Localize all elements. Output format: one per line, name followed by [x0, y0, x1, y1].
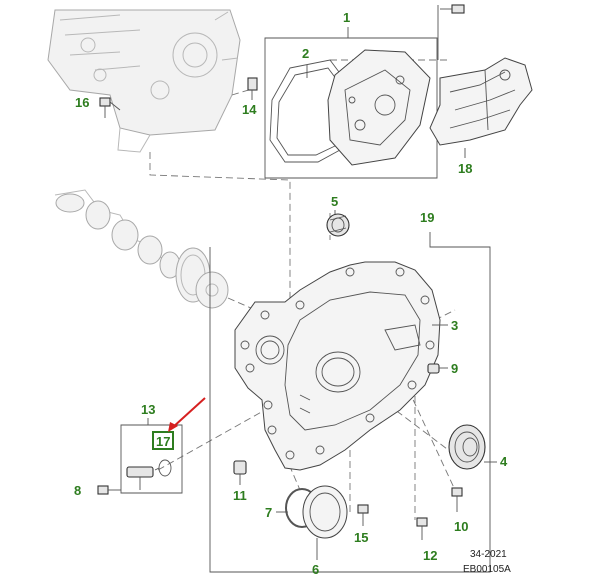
callout-1: 1 [343, 10, 350, 25]
red-arrow-icon [168, 397, 206, 432]
group-box-13 [120, 424, 183, 494]
callout-6: 6 [312, 562, 319, 577]
part-14-pin [247, 77, 258, 100]
callout-11: 11 [233, 488, 247, 503]
callout-14: 14 [242, 102, 257, 117]
callout-13: 13 [141, 402, 155, 417]
part-6-cover [302, 485, 348, 560]
callout-19: 19 [420, 210, 434, 225]
part-10-bolt [451, 487, 463, 512]
callout-labels: 1 2 14 16 18 5 19 3 9 13 17 4 8 11 10 7 … [74, 10, 508, 577]
part-1-cover [327, 49, 431, 166]
engine-block-outline [47, 9, 241, 153]
part-18-bracket [429, 57, 533, 146]
callout-17: 17 [156, 434, 170, 449]
group-box-1 [264, 37, 438, 179]
part-15-bolt [357, 504, 369, 526]
callout-12: 12 [423, 548, 437, 563]
callout-7: 7 [265, 505, 272, 520]
callout-15: 15 [354, 530, 368, 545]
crankshaft-outline [54, 189, 229, 309]
callout-16: 16 [75, 95, 89, 110]
part-19-housing [234, 261, 441, 471]
part-sensor [126, 459, 172, 490]
part-9-dowel [427, 363, 448, 374]
part-12-bolt [416, 517, 428, 540]
group-box-19 [209, 232, 491, 573]
callout-5: 5 [331, 194, 338, 209]
part-4-seal [448, 424, 497, 470]
callout-10: 10 [454, 519, 468, 534]
callout-4: 4 [500, 454, 508, 469]
part-8-bolt [97, 485, 121, 495]
reference-code: EB00105A [463, 564, 511, 575]
reference-page: 34-2021 [470, 549, 507, 560]
callout-3: 3 [451, 318, 458, 333]
callout-8: 8 [74, 483, 81, 498]
bolt-top-right [437, 4, 465, 60]
highlight-box-17 [152, 431, 174, 450]
callout-2: 2 [302, 46, 309, 61]
part-16-bolt [99, 97, 121, 118]
callout-18: 18 [458, 161, 472, 176]
part-11-dowel [233, 460, 247, 485]
part-2-gasket [269, 59, 349, 163]
callout-9: 9 [451, 361, 458, 376]
part-5-seal [326, 210, 350, 237]
